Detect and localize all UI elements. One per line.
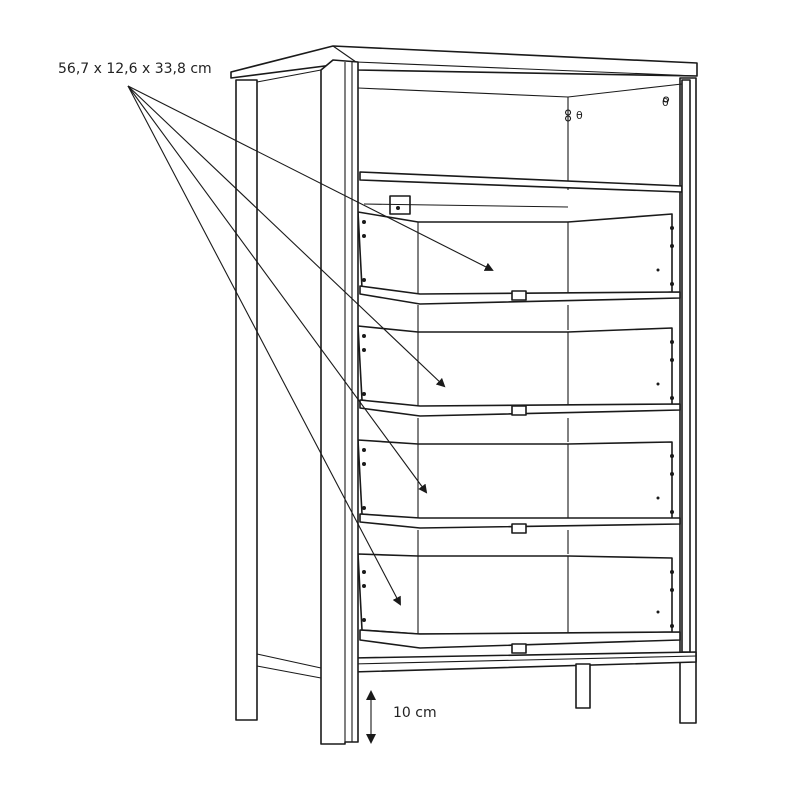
svg-text:θ: θ [662,96,669,109]
front-left-leg [320,59,359,745]
leg-height-label: 10 cm [393,705,437,721]
top-panel [230,45,698,79]
leader-drawer-4 [127,85,401,606]
drawer-4 [357,530,681,654]
open-shelf: θ θ [357,83,683,215]
drawer-dimensions-label: 56,7 x 12,6 x 33,8 cm [58,61,212,77]
leader-drawer-2 [127,85,446,388]
drawer-3 [357,418,681,534]
inner-back-leg [575,663,591,709]
right-side-strip [681,79,691,653]
drawer-2 [357,305,681,417]
bottom-rail [351,651,697,673]
dimension-leaders [127,85,494,606]
leader-drawer-3 [127,85,428,494]
drawer-1 [357,203,681,305]
svg-text:θ: θ [576,109,583,122]
leader-drawer-1 [127,85,494,271]
back-left-leg [235,69,322,721]
